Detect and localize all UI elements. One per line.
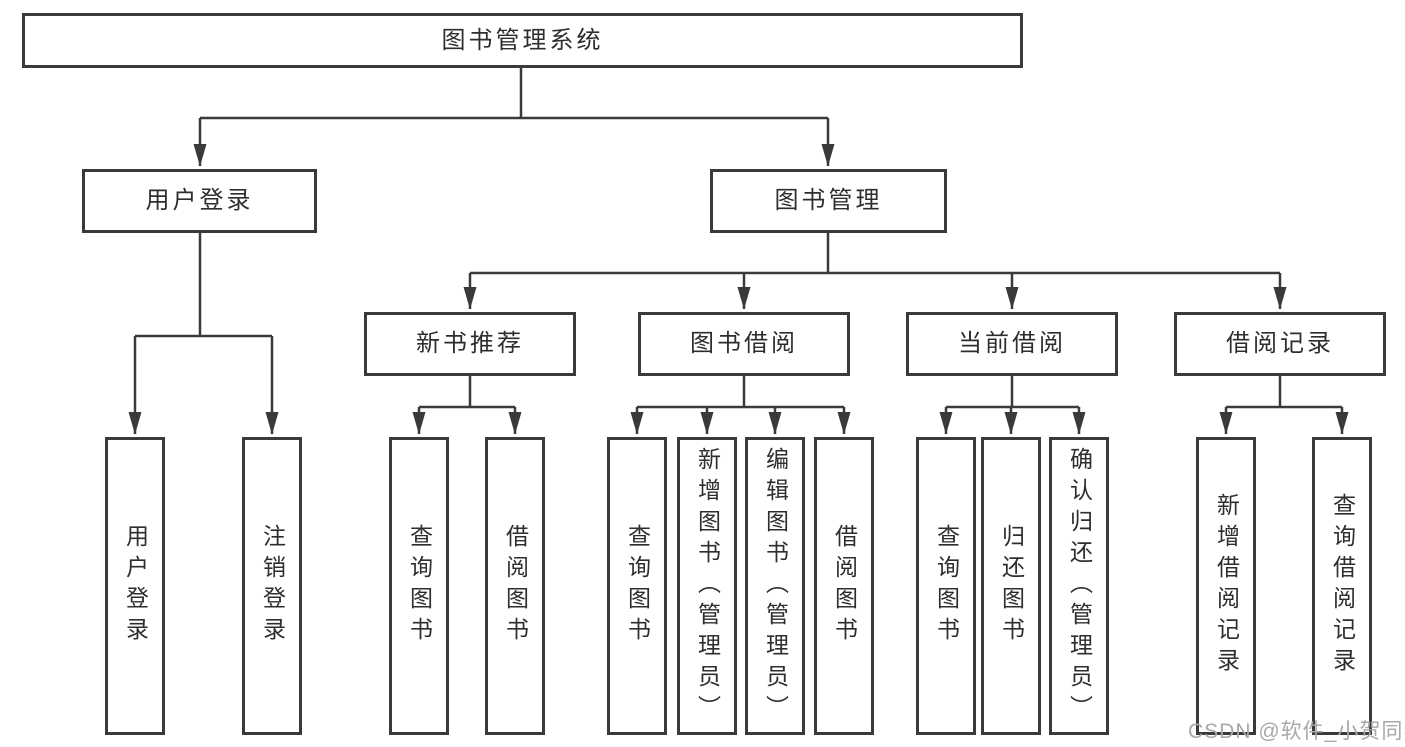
node-user-login: 用户登录 [82,169,317,233]
node-nbr-query-books: 查询图书 [389,437,449,735]
node-book-borrow: 图书借阅 [638,312,850,376]
connector-book-borrow-children [630,376,851,435]
connector-root-to-level2 [193,68,835,167]
node-bb-edit-books-admin: 编辑图书（管理员） [745,437,805,735]
node-cb-confirm-return-admin: 确认归还（管理员） [1049,437,1109,735]
connector-book-management-children [463,233,1287,310]
node-cb-query-books: 查询图书 [916,437,976,735]
node-new-book-recommend: 新书推荐 [364,312,576,376]
csdn-watermark: CSDN @软件_小贺同学 [1188,720,1405,743]
node-bb-query-books: 查询图书 [607,437,667,735]
node-nbr-borrow-books: 借阅图书 [485,437,545,735]
node-logout-action: 注销登录 [242,437,302,735]
node-library-system: 图书管理系统 [22,13,1023,68]
node-current-borrow: 当前借阅 [906,312,1118,376]
node-book-management: 图书管理 [710,169,947,233]
node-br-add-record: 新增借阅记录 [1196,437,1256,735]
node-br-query-record: 查询借阅记录 [1312,437,1372,735]
connector-current-borrow-children [939,376,1086,435]
node-bb-add-books-admin: 新增图书（管理员） [677,437,737,735]
connector-new-book-recommend-children [412,376,522,435]
connector-user-login-children [128,233,279,435]
connector-borrow-records-children [1219,376,1349,435]
node-borrow-records: 借阅记录 [1174,312,1386,376]
node-user-login-action: 用户登录 [105,437,165,735]
node-cb-return-books: 归还图书 [981,437,1041,735]
node-bb-borrow-books: 借阅图书 [814,437,874,735]
